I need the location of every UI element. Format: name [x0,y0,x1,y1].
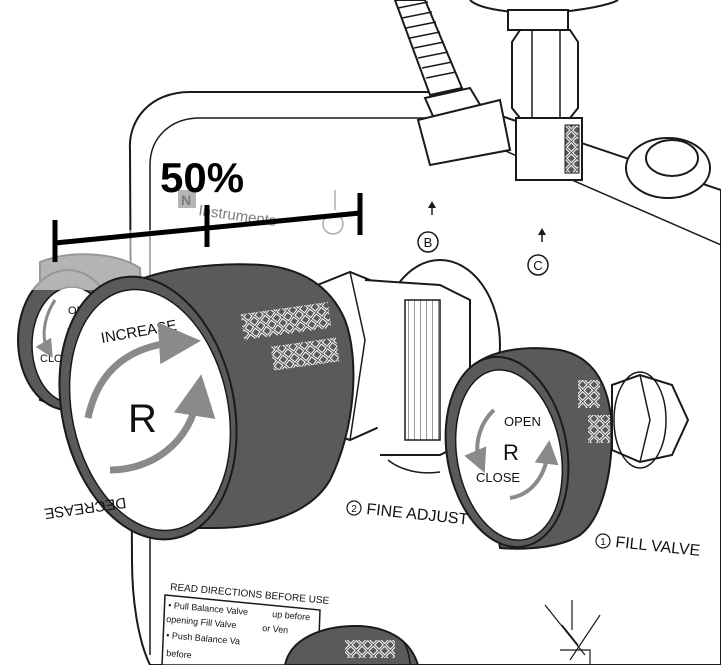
fill-knob-grip-top [578,380,600,408]
decrease-arrow-icon [109,374,216,474]
fill-knob-grip-bottom [588,415,610,443]
fill-valve-number: 1 [600,537,606,548]
close-arrow-icon [509,440,559,500]
gauge-fitting [469,0,619,181]
scale-bar: 50% [52,154,363,262]
fill-valve-knob: OPEN CLOSE R [444,347,614,550]
callout-c: C [527,228,549,276]
fill-valve-stem [611,371,690,469]
open-arrow-icon [464,408,496,474]
directions-line-4: before [166,648,192,660]
bottom-knob [283,624,420,665]
directions-line-2b: or Ven [262,623,289,635]
increase-arrow-icon [84,322,201,419]
balance-valve-button [625,137,711,199]
main-knob-grip-bottom [270,337,340,371]
scale-percent-label: 50% [160,154,244,201]
fill-knob-close: CLOSE [476,470,520,485]
main-knob: INCREASE DECREASE R [43,263,355,541]
callout-c-letter: C [533,258,542,273]
fill-knob-logo: R [503,440,519,465]
main-knob-logo: R [128,397,157,441]
main-knob-grip-top [240,302,332,340]
brand-initial: N [181,192,191,208]
fine-adjust-number: 2 [351,504,357,515]
callout-b: B [417,201,439,253]
directions-line-1b: up before [272,609,311,622]
hose [393,0,512,167]
tool-icon [544,600,601,665]
fill-knob-open: OPEN [504,414,541,429]
callout-b-letter: B [424,235,433,250]
directions-plate: READ DIRECTIONS BEFORE USE • Pull Balanc… [161,582,330,665]
